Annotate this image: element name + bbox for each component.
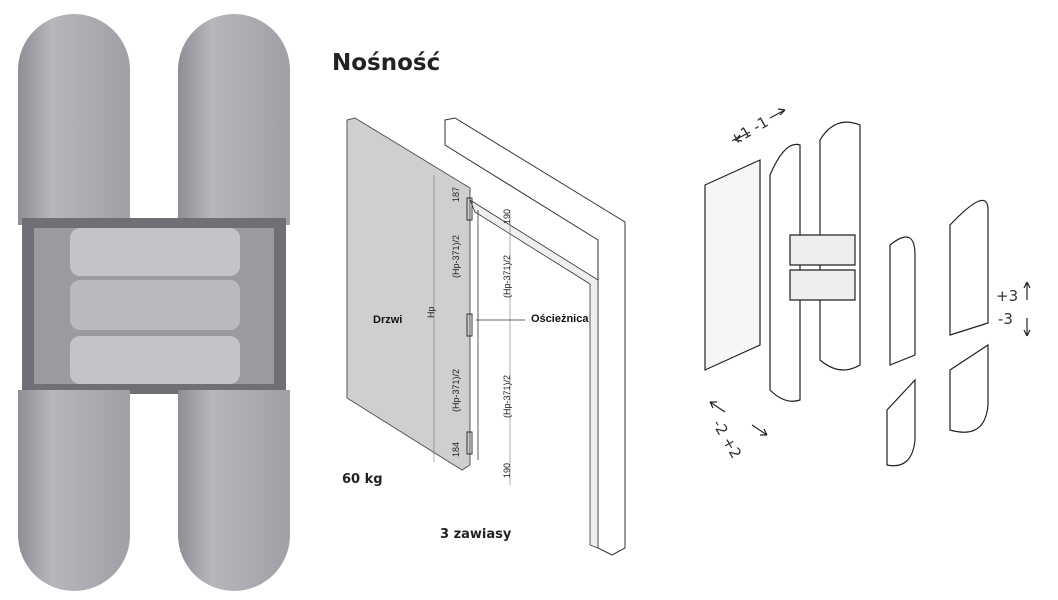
axis3-minus-label: -3	[998, 310, 1013, 328]
page-title: Nośność	[332, 50, 441, 76]
hinge-photo	[18, 14, 290, 591]
frame-label: Ościeżnica	[531, 313, 589, 325]
hinge-count-label: 3 zawiasy	[440, 527, 512, 542]
axis3-plus-label: +3	[996, 287, 1019, 305]
door-label: Drzwi	[373, 314, 403, 326]
load-label: 60 kg	[342, 472, 383, 487]
